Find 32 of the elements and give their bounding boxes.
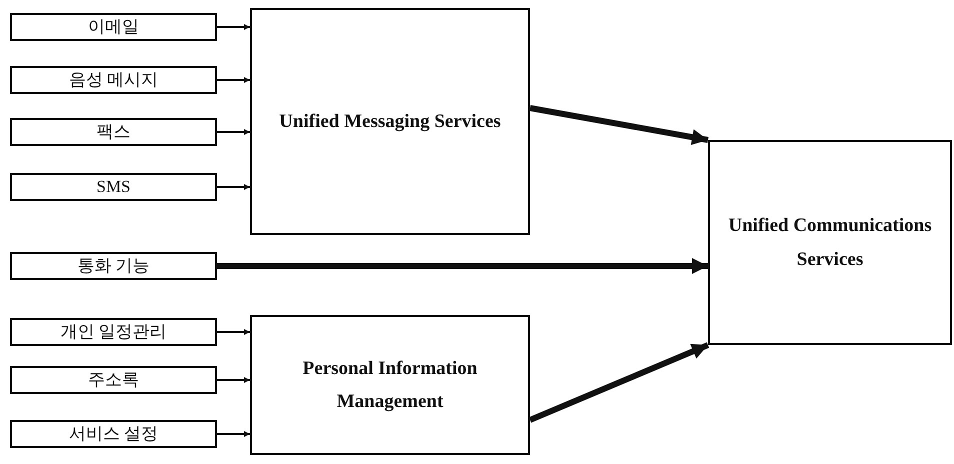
arrow (217, 77, 250, 83)
process-box (10, 173, 217, 201)
process-box (250, 8, 530, 235)
process-box (708, 140, 952, 345)
arrow (528, 342, 710, 423)
process-box (10, 66, 217, 94)
node-label: Unified Communications Services (727, 214, 933, 272)
node-label: 주소록 (88, 370, 139, 390)
process-box (10, 318, 217, 346)
node-label: 음성 메시지 (68, 70, 158, 90)
arrow (217, 129, 250, 135)
node-label: SMS (96, 178, 131, 196)
node-label: 팩스 (96, 122, 130, 142)
node-label: 개인 일정관리 (60, 322, 167, 342)
arrow (217, 258, 708, 274)
process-box (10, 252, 217, 280)
node-label: Unified Messaging Services (279, 110, 501, 134)
node-label: 통화 기능 (77, 256, 150, 276)
node-label: 이메일 (88, 18, 139, 36)
arrow (217, 329, 250, 335)
process-box (250, 315, 530, 455)
arrow (529, 105, 709, 146)
arrow (217, 431, 250, 437)
process-box (10, 118, 217, 146)
arrow (217, 24, 250, 30)
arrow (217, 184, 250, 190)
node-label: Personal Information Management (302, 356, 478, 414)
node-label: 서비스 설정 (68, 424, 158, 444)
process-box (10, 13, 217, 41)
arrow (217, 377, 250, 383)
process-box (10, 366, 217, 394)
process-box (10, 420, 217, 448)
